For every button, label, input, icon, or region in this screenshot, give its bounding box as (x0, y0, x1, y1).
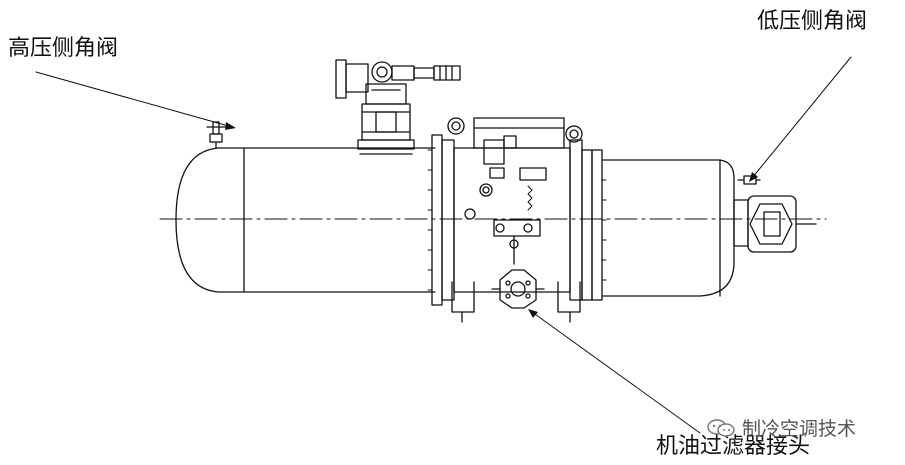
compressor-body (427, 117, 607, 323)
watermark-text: 制冷空调技术 (742, 418, 857, 440)
leader-high-pressure (35, 71, 233, 128)
solenoid-valve (483, 139, 505, 165)
flange-bolts-left (427, 149, 433, 291)
lifting-eye-left (447, 117, 465, 135)
wechat-icon (707, 418, 735, 437)
suction-flange (733, 199, 749, 247)
label-oil-filter-connector: 机油过滤器接头 (656, 434, 811, 459)
label-low-pressure-valve: 低压侧角阀 (757, 9, 868, 34)
oil-filter-port (499, 269, 537, 309)
lifting-eye-right (565, 125, 583, 143)
discharge-valve-assembly (335, 59, 461, 155)
leader-oil-filter (531, 311, 701, 434)
motor-housing (601, 159, 817, 297)
low-pressure-valve-fitting (737, 175, 761, 185)
high-pressure-valve-fitting (206, 121, 226, 149)
oil-separator-shell (175, 121, 436, 293)
label-high-pressure-valve: 高压侧角阀 (8, 36, 119, 61)
leader-low-pressure (751, 56, 852, 179)
watermark: 制冷空调技术 (706, 414, 856, 441)
leader-lines (35, 56, 852, 434)
